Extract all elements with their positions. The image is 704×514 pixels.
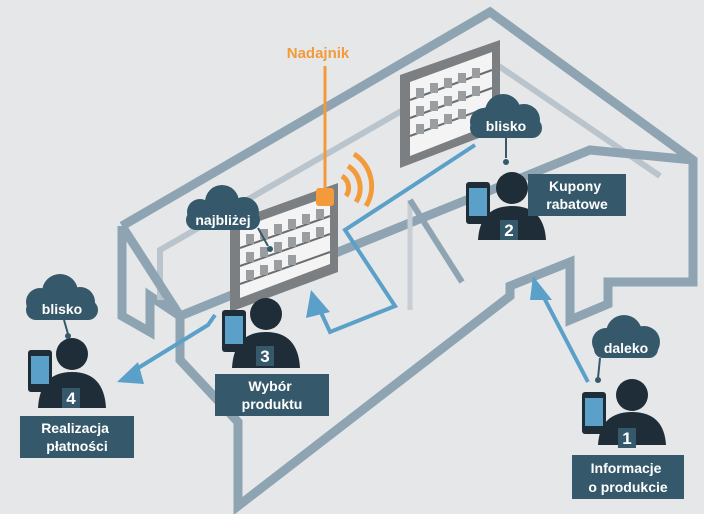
transmitter: Nadajnik (287, 45, 375, 208)
person-3: 3 najbliżej Wybór produktu (186, 185, 329, 416)
transmitter-box (316, 188, 334, 206)
caption-3-line-1: Wybór (248, 378, 292, 394)
customer-path (128, 143, 590, 383)
step-4-number: 4 (66, 389, 76, 408)
caption-box-1 (572, 455, 684, 499)
person-4: 4 blisko Realizacja płatności (20, 274, 134, 458)
caption-1-line-2: o produkcie (588, 479, 668, 495)
caption-1-line-1: Informacje (591, 460, 662, 476)
interior-partition-2 (407, 198, 465, 284)
zone-label-3: najbliżej (195, 212, 250, 228)
arrowhead-to-2 (530, 276, 552, 300)
caption-2-line-2: rabatowe (546, 196, 608, 212)
caption-2-line-1: Kupony (549, 178, 601, 194)
step-1-badge (618, 428, 636, 448)
zone-label-4: blisko (42, 301, 82, 317)
cloud-3 (186, 185, 273, 252)
svg-text:Informacje o produkcie: Informacje o produkcie (588, 460, 668, 495)
path-from-1-to-2 (538, 289, 590, 383)
caption-box-2 (528, 174, 626, 216)
svg-text:Realizacja płatności: Realizacja płatności (41, 420, 113, 454)
store-walls (117, 6, 698, 514)
caption-box-4 (20, 416, 134, 458)
caption-box-3 (215, 374, 329, 416)
signal-waves-icon (340, 151, 375, 208)
cloud-4 (26, 274, 98, 339)
arrowhead-to-3 (306, 290, 330, 318)
cloud-1 (592, 315, 660, 383)
step-2-badge (500, 220, 518, 240)
zone-label-2: blisko (486, 118, 526, 134)
caption-4-line-1: Realizacja (41, 420, 109, 436)
step-1-number: 1 (622, 429, 631, 448)
outer-wall (117, 6, 698, 514)
step-2-number: 2 (504, 221, 513, 240)
front-wall (118, 145, 694, 322)
person-2: 2 blisko Kupony rabatowe (466, 94, 626, 240)
cloud-2 (470, 94, 542, 165)
caption-3-line-2: produktu (242, 396, 303, 412)
caption-4-line-2: płatności (46, 438, 107, 454)
path-from-2-to-3 (316, 143, 477, 335)
step-3-number: 3 (260, 347, 269, 366)
person-1: 1 daleko Informacje o produkcie (572, 315, 684, 499)
svg-text:Wybór produktu: Wybór produktu (242, 378, 303, 412)
path-arrowheads (117, 276, 552, 384)
path-from-3-to-4 (128, 313, 217, 375)
step-4-badge (62, 388, 80, 408)
step-3-badge (256, 346, 274, 366)
transmitter-label: Nadajnik (287, 45, 350, 62)
zone-label-1: daleko (604, 340, 648, 356)
svg-text:Kupony rabatowe: Kupony rabatowe (546, 178, 608, 212)
arrowhead-to-4 (117, 362, 144, 384)
